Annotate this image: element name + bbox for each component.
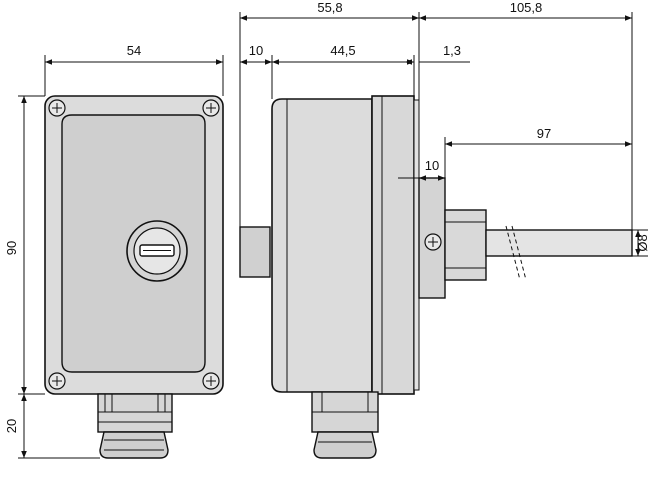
dim-gland-height: 20 bbox=[4, 419, 19, 433]
probe-nut bbox=[444, 209, 487, 281]
dimension-lines bbox=[18, 12, 648, 459]
dim-probe-diameter: Ø8 bbox=[635, 234, 650, 251]
dim-probe-total: 105,8 bbox=[510, 0, 543, 15]
screw-icon bbox=[202, 99, 220, 117]
screw-icon bbox=[424, 233, 442, 251]
cable-gland-icon bbox=[97, 393, 173, 459]
screw-icon bbox=[202, 372, 220, 390]
cable-gland-icon bbox=[311, 391, 379, 459]
setpoint-knob-icon bbox=[126, 220, 188, 282]
screw-icon bbox=[48, 99, 66, 117]
dim-side-gap: 1,3 bbox=[443, 43, 461, 58]
dim-front-height: 90 bbox=[4, 241, 19, 255]
dim-side-flange: 10 bbox=[249, 43, 263, 58]
dim-side-body: 44,5 bbox=[330, 43, 355, 58]
front-view bbox=[44, 95, 224, 459]
side-housing bbox=[271, 98, 373, 393]
dim-probe-length: 97 bbox=[537, 126, 551, 141]
rear-mount bbox=[239, 226, 271, 278]
dim-probe-nut: 10 bbox=[425, 158, 439, 173]
screw-icon bbox=[48, 372, 66, 390]
dim-front-width: 54 bbox=[127, 43, 141, 58]
dim-side-total: 55,8 bbox=[317, 0, 342, 15]
side-flange bbox=[371, 95, 415, 395]
side-view bbox=[239, 95, 633, 459]
